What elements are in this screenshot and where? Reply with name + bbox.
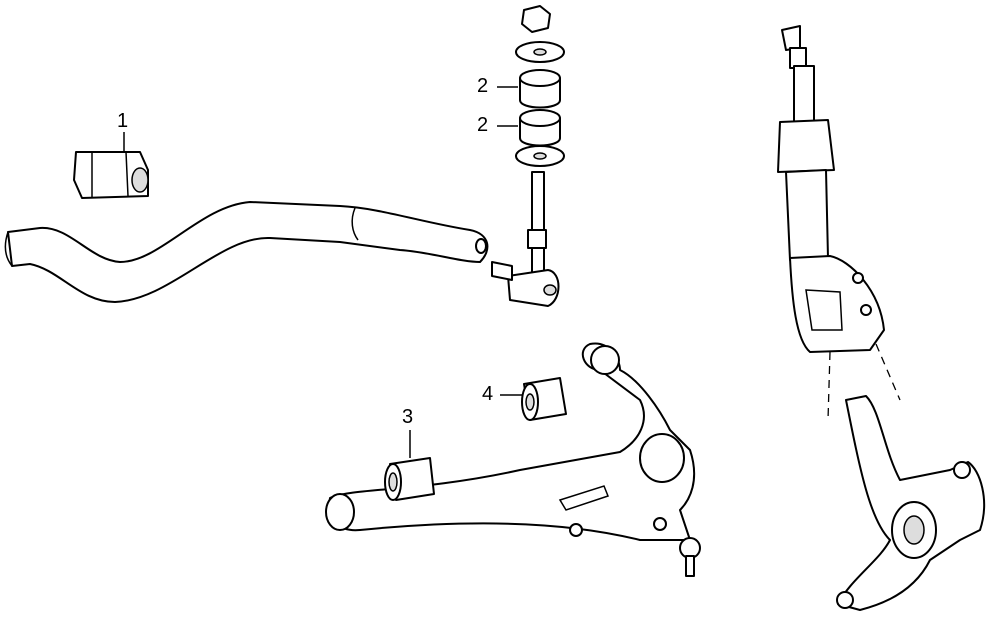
steering-knuckle [836, 395, 985, 611]
stabilizer-bar [4, 201, 489, 303]
shock-strut [777, 25, 901, 421]
arm-bushing-front [384, 457, 435, 501]
callout-4: 4 [482, 383, 494, 405]
lower-control-arm [325, 342, 701, 577]
callout-2-upper: 2 [477, 75, 489, 97]
stabilizer-bushing [73, 151, 149, 199]
stabilizer-link [491, 5, 565, 307]
callout-2-lower: 2 [477, 114, 489, 136]
callout-3: 3 [402, 406, 414, 428]
callout-1: 1 [117, 110, 129, 132]
arm-bushing-rear [521, 377, 567, 421]
